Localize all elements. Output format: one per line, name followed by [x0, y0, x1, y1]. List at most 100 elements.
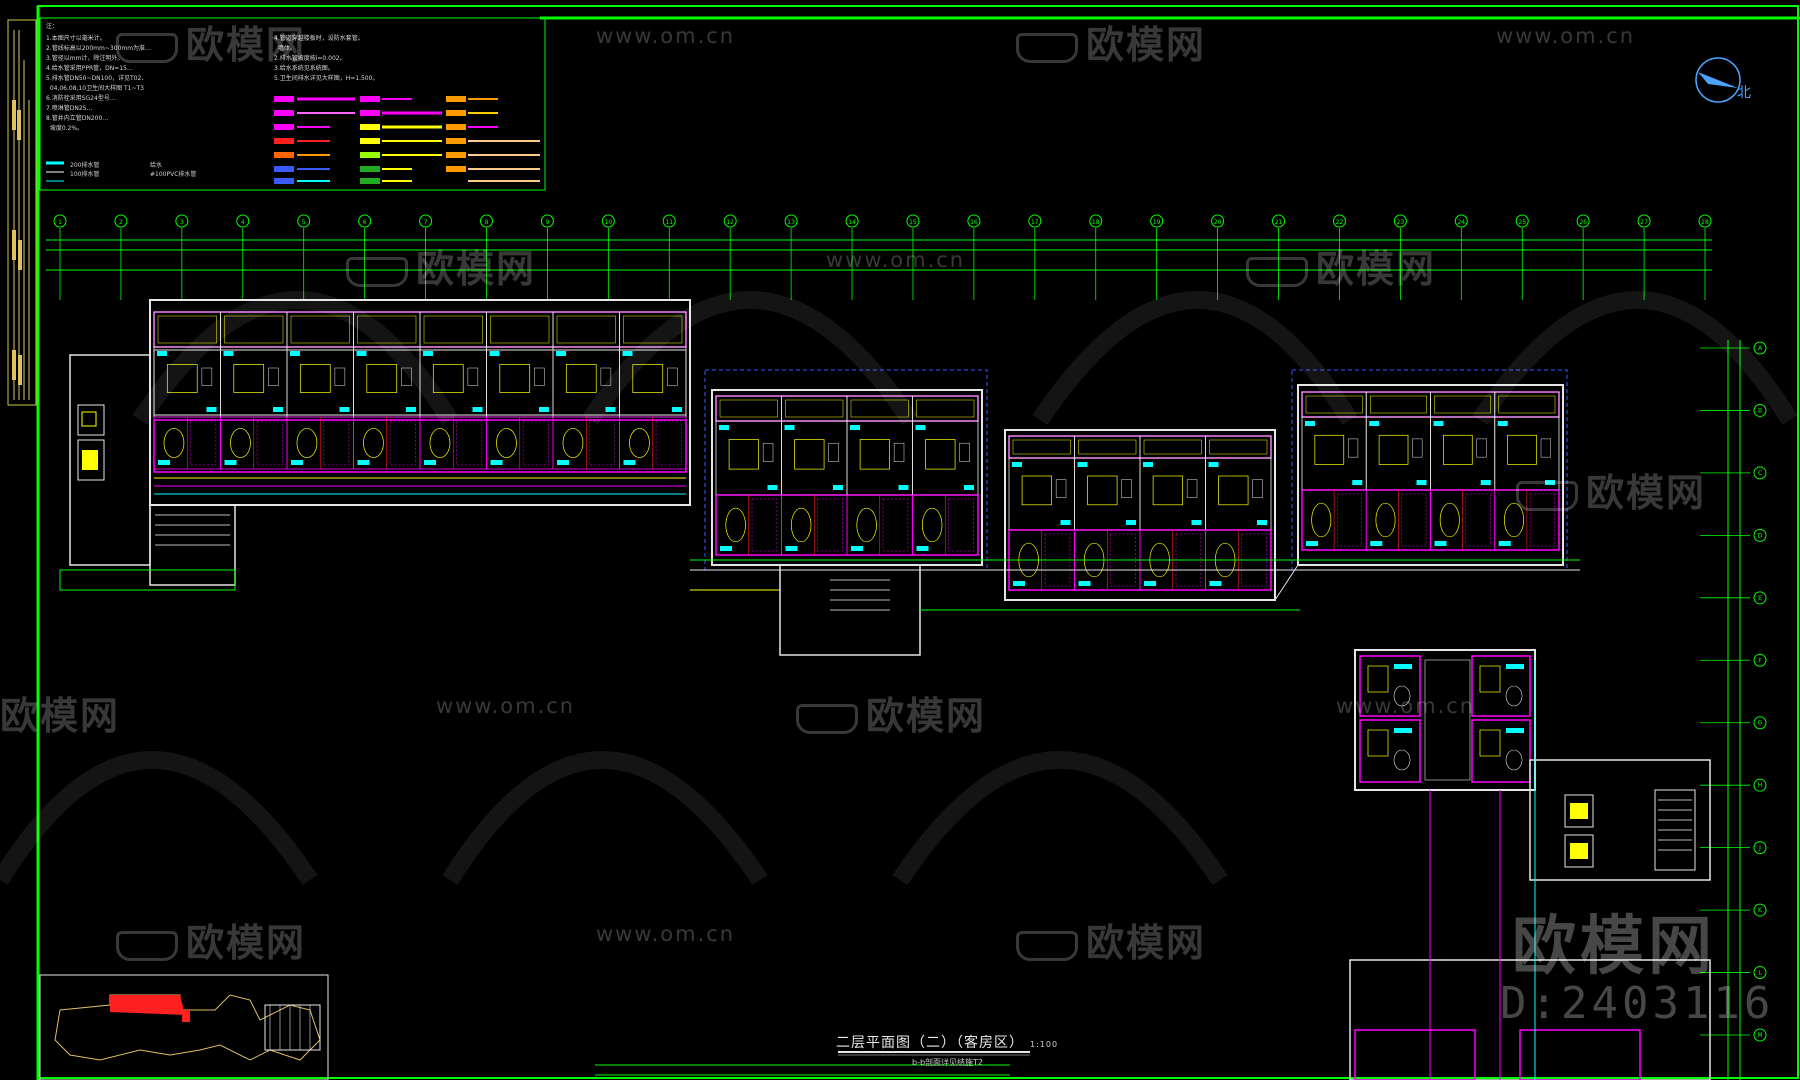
fixture-tag	[719, 425, 729, 430]
fixture-tag	[489, 351, 500, 356]
bed	[794, 439, 825, 470]
note-line: 2.排水管坡度按i=0.002。	[274, 55, 346, 62]
axis-label: 25	[1518, 219, 1526, 226]
wing-2-rooms	[715, 395, 979, 556]
bathtub	[1311, 502, 1332, 538]
room-bedroom	[846, 420, 913, 496]
bed	[166, 364, 198, 393]
fixture-tag	[356, 351, 367, 356]
lower-wing-fixtures	[1367, 659, 1524, 781]
axis-bubble	[1753, 778, 1767, 792]
bath-hatch	[389, 420, 416, 466]
chair	[600, 367, 612, 386]
wing-4-rooms	[1301, 391, 1560, 551]
wing-1-rooms	[153, 311, 687, 470]
fixture-tag	[850, 425, 860, 430]
axis-label: 15	[909, 219, 917, 226]
bathtub	[163, 428, 185, 458]
room-balcony-inner	[423, 315, 483, 344]
bed	[859, 439, 890, 470]
fixture-tag	[423, 351, 433, 356]
fixture-tag	[833, 485, 843, 490]
axis-bubble	[967, 214, 981, 228]
room-balcony	[552, 311, 620, 348]
fixture-tag	[605, 407, 616, 412]
lower-right-wing[interactable]	[1349, 649, 1711, 1080]
chair	[467, 367, 479, 386]
bathtub	[790, 507, 812, 543]
bath-hatch	[522, 420, 549, 466]
axis-label: 9	[545, 219, 549, 226]
drawing-subtitle: b-b剖面详见结施T2	[912, 1058, 984, 1067]
fixture-tag	[472, 407, 483, 412]
axis-label: 24	[1457, 219, 1465, 226]
room-balcony-inner	[1305, 395, 1363, 414]
key-plan[interactable]	[39, 974, 329, 1080]
axis-label: 27	[1640, 219, 1648, 226]
room-bedroom	[286, 346, 354, 418]
room-bedroom	[1008, 457, 1075, 531]
bed	[728, 439, 759, 470]
room-bedroom	[1301, 416, 1367, 491]
fixture-tag	[1144, 581, 1156, 586]
note-line: 2.管线标高以200mm~300mm为准…	[46, 45, 152, 52]
bath-hatch	[882, 498, 909, 552]
guestroom-wing-2[interactable]	[704, 369, 988, 656]
fixture-tag	[1077, 462, 1088, 467]
bed	[432, 364, 464, 393]
axis-bubble	[1028, 214, 1042, 228]
axis-bubble	[1753, 591, 1767, 605]
axis-label: 11	[665, 219, 673, 226]
legend-label-3: #100PVC排水管	[150, 171, 197, 178]
axis-label: E	[1758, 595, 1762, 602]
chair	[1121, 479, 1132, 498]
fixture-tag	[1394, 664, 1412, 669]
corridor-hatch	[1424, 659, 1471, 781]
bed	[1021, 475, 1052, 506]
fixture-tag	[1305, 421, 1315, 426]
room-balcony-inner	[1078, 439, 1137, 455]
fixture-tag	[290, 351, 300, 356]
axis-label: 1	[58, 219, 62, 226]
wing-3-rooms	[1008, 435, 1272, 591]
fixture-tag	[1506, 728, 1524, 733]
room-bedroom	[1205, 457, 1272, 531]
chair	[268, 367, 279, 386]
room-balcony-inner	[1012, 439, 1071, 455]
fixture-tag	[622, 351, 633, 356]
chair	[828, 442, 839, 462]
fixture-tag	[273, 407, 283, 412]
top-axis-grid	[46, 239, 1712, 271]
axis-label: 4	[241, 219, 245, 226]
fixture-tag	[1209, 581, 1222, 586]
toilet	[1505, 685, 1523, 707]
fixture-tag	[1480, 480, 1491, 485]
axis-bubble	[236, 214, 250, 228]
axis-bubble	[1211, 214, 1225, 228]
axis-label: 19	[1153, 219, 1161, 226]
bathtub	[629, 428, 650, 458]
fixture-tag	[224, 460, 237, 465]
axis-label: G	[1758, 720, 1763, 727]
fixture-tag	[1433, 421, 1444, 426]
axis-label: 5	[302, 219, 306, 226]
axis-label: 22	[1336, 219, 1344, 226]
bath-hatch	[817, 498, 843, 552]
chair	[893, 442, 905, 462]
axis-bubble	[1753, 841, 1767, 855]
axis-label: 8	[485, 219, 489, 226]
axis-label: H	[1758, 782, 1763, 789]
note-line: 4.给水管采用PPR管，DN=15…	[46, 65, 133, 72]
fixture-tag	[1394, 728, 1412, 733]
fixture-tag	[1497, 421, 1508, 426]
bed	[925, 439, 956, 470]
bath-hatch	[655, 420, 682, 466]
legend-label-2: 100排水管	[70, 171, 100, 178]
room-bedroom	[486, 346, 554, 418]
bed	[1367, 729, 1389, 757]
chair	[1055, 479, 1067, 498]
axis-bubble	[479, 214, 493, 228]
